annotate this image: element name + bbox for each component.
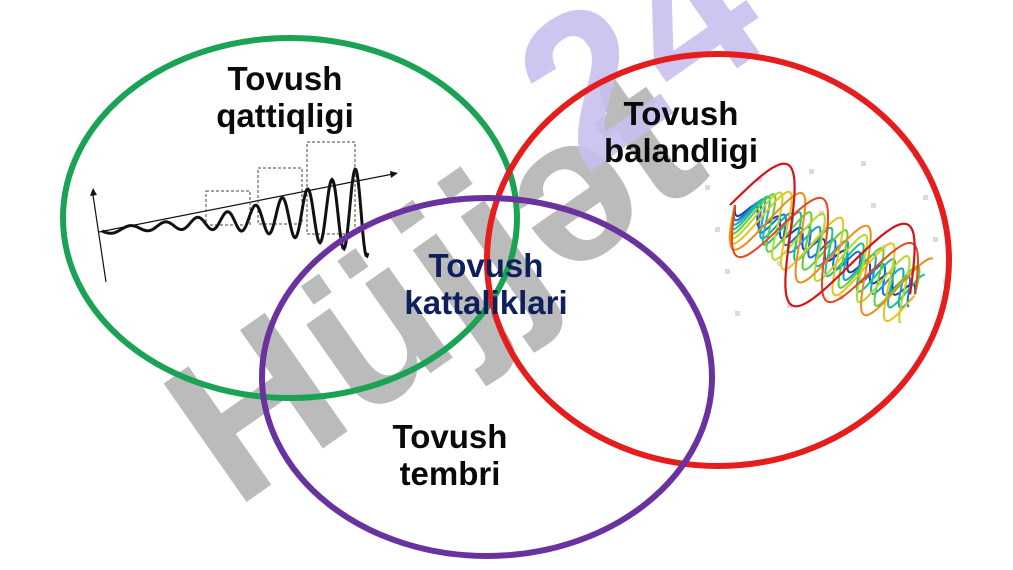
label-timbre-line1: Tovush [392, 418, 508, 455]
circle-timbre [259, 195, 715, 559]
label-center-line2: kattaliklari [404, 284, 568, 321]
circle-pitch [484, 51, 952, 469]
label-timbre: Tovush tembri [393, 418, 508, 492]
label-timbre-line2: tembri [399, 455, 501, 492]
label-center-line1: Tovush [428, 247, 544, 284]
label-loudness: Tovush qattiqligi [216, 60, 353, 134]
circle-loudness [60, 35, 520, 401]
label-pitch: Tovush balandligi [604, 95, 758, 169]
label-pitch-line2: balandligi [603, 132, 759, 169]
label-center: Tovush kattaliklari [404, 247, 567, 321]
label-loudness-line1: Tovush [227, 60, 343, 97]
label-pitch-line1: Tovush [623, 95, 739, 132]
label-loudness-line2: qattiqligi [216, 97, 354, 134]
